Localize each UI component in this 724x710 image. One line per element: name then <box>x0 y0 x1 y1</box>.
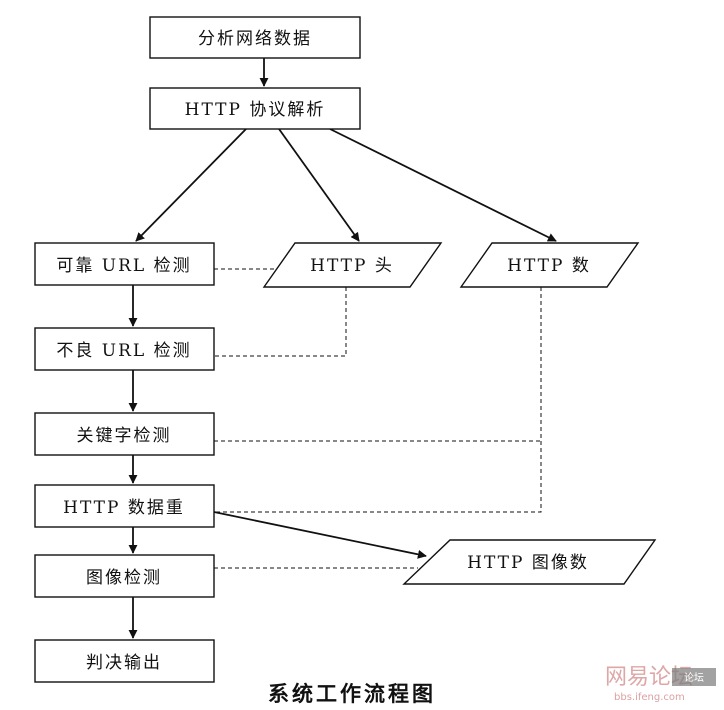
watermark-badge: 论坛 <box>684 671 704 684</box>
node-verdict-label: 判决输出 <box>86 653 162 673</box>
watermark-url: bbs.ifeng.com <box>614 692 685 703</box>
node-keyword-label: 关键字检测 <box>77 426 172 446</box>
node-verdict: 判决输出 <box>34 639 215 683</box>
node-http-reassemble: HTTP 数据重 <box>34 484 215 528</box>
node-bad-url: 不良 URL 检测 <box>34 327 215 371</box>
node-image-detect-label: 图像检测 <box>86 568 162 588</box>
node-reliable-url: 可靠 URL 检测 <box>34 242 215 286</box>
diagram-caption: 系统工作流程图 <box>268 681 436 706</box>
node-reliable-url-label: 可靠 URL 检测 <box>56 256 191 276</box>
node-http-parse-label: HTTP 协议解析 <box>185 100 326 120</box>
node-image-detect: 图像检测 <box>34 554 215 598</box>
node-http-parse: HTTP 协议解析 <box>149 87 361 130</box>
arrow-parse-to-http-data <box>329 128 557 242</box>
arrow-reassemble-to-image-data <box>213 511 427 559</box>
node-http-image-data: HTTP 图像数 <box>402 539 657 585</box>
arrow-parse-to-http-header <box>278 128 360 242</box>
node-http-data-label: HTTP 数 <box>507 256 591 276</box>
node-http-data: HTTP 数 <box>459 242 640 288</box>
node-bad-url-label: 不良 URL 检测 <box>56 341 191 361</box>
watermark-logo: 网易论坛 论坛 bbs.ifeng.com <box>605 665 716 703</box>
arrow-parse-to-reliable-url <box>135 128 247 242</box>
node-http-header-label: HTTP 头 <box>310 256 394 276</box>
node-keyword: 关键字检测 <box>34 412 215 456</box>
dash-data-to-keyword-and-reassemble <box>214 287 542 513</box>
node-http-image-data-label: HTTP 图像数 <box>467 553 589 573</box>
node-analyze: 分析网络数据 <box>149 16 361 59</box>
node-analyze-label: 分析网络数据 <box>198 29 312 49</box>
flow-arrows <box>128 58 557 639</box>
dashed-connectors <box>214 268 542 569</box>
dash-header-to-bad-url <box>214 287 347 357</box>
node-http-header: HTTP 头 <box>262 242 443 288</box>
node-http-reassemble-label: HTTP 数据重 <box>63 498 185 518</box>
